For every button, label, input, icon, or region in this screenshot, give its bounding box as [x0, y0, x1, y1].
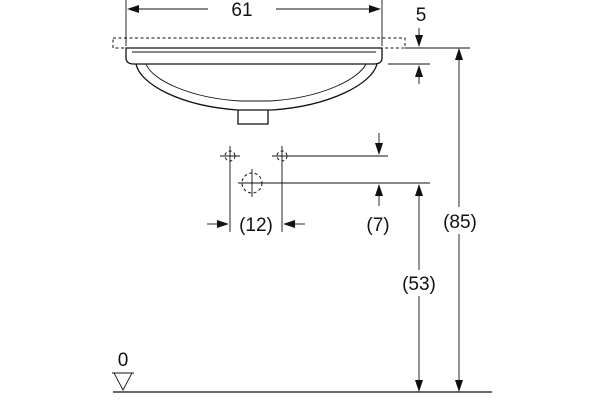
basin	[112, 37, 406, 125]
arrow-up	[375, 184, 383, 196]
total-height-label: (85)	[443, 212, 477, 233]
rim-height-label: 5	[416, 5, 427, 26]
valve-left	[224, 150, 236, 162]
dimension-outlet-height: (53)	[402, 184, 436, 392]
countertop-outline	[112, 37, 406, 49]
arrow-left	[127, 5, 139, 13]
valve-offset-label: (7)	[366, 215, 389, 236]
drain-outlet	[237, 110, 269, 125]
dimension-valve-spacing: (12)	[207, 166, 305, 236]
dimension-width: 61	[125, 0, 383, 46]
arrow-up	[415, 184, 423, 196]
arrow-right	[369, 5, 381, 13]
outlet-symbol	[241, 172, 263, 194]
arrow-down	[415, 380, 423, 392]
arrow-left	[283, 220, 295, 228]
level-marker-icon	[113, 372, 133, 391]
dimension-valve-offset: (7)	[264, 133, 430, 236]
valve-symbols	[220, 146, 292, 197]
basin-bowl	[135, 63, 378, 111]
arrow-down	[455, 380, 463, 392]
dimension-rim-height: 5	[388, 5, 430, 84]
valve-right	[276, 150, 288, 162]
outlet-height-label: (53)	[402, 274, 436, 295]
valve-spacing-label: (12)	[239, 215, 273, 236]
floor-level-label: 0	[118, 350, 129, 371]
dimension-total-height: (85)	[430, 47, 477, 392]
arrow-down	[415, 35, 423, 47]
basin-rim	[125, 47, 383, 65]
width-label: 61	[231, 0, 252, 21]
arrow-down	[375, 143, 383, 155]
arrow-right	[217, 220, 229, 228]
arrow-up	[415, 65, 423, 77]
floor: 0	[112, 350, 492, 393]
basin-bowl-inner	[145, 63, 367, 102]
arrow-up	[455, 48, 463, 60]
